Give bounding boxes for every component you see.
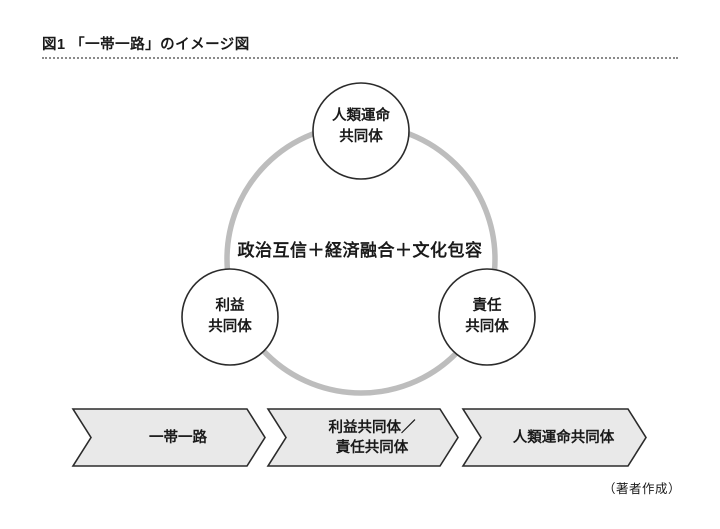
node-label-top-line1: 人類運命 <box>332 108 390 124</box>
flow-label-step2-line1: 利益共同体／ <box>328 419 416 436</box>
node-circle-top <box>312 82 410 180</box>
flow-label-step2: 利益共同体／ 責任共同体 <box>286 409 458 466</box>
flow-label-step3: 人類運命共同体 <box>481 409 646 466</box>
node-label-right: 責任 共同体 <box>417 296 557 338</box>
node-label-left-line2: 共同体 <box>208 319 252 335</box>
flow-label-step1-line1: 一帯一路 <box>149 429 207 446</box>
ring-center-label: 政治互信＋経済融合＋文化包容 <box>237 241 483 260</box>
figure-caption: （著者作成） <box>602 482 681 496</box>
node-label-left-line1: 利益 <box>215 298 245 314</box>
node-label-top: 人類運命 共同体 <box>291 106 431 148</box>
node-label-left: 利益 共同体 <box>160 296 300 338</box>
flow-label-step2-line2: 責任共同体 <box>335 439 409 456</box>
node-label-top-line2: 共同体 <box>339 129 383 145</box>
node-circle-right <box>438 268 536 366</box>
flow-label-step1: 一帯一路 <box>91 409 265 466</box>
flow-label-step3-line1: 人類運命共同体 <box>512 429 615 446</box>
flow-arrow-step3 <box>461 408 647 467</box>
node-circle-left <box>181 268 279 366</box>
flow-arrow-step1 <box>71 408 266 467</box>
dotted-divider <box>42 57 678 59</box>
figure-title: 図1 「一帯一路」のイメージ図 <box>42 37 250 53</box>
flow-arrow-step2 <box>266 408 459 467</box>
node-label-right-line2: 共同体 <box>465 319 509 335</box>
node-label-right-line1: 責任 <box>472 298 502 314</box>
